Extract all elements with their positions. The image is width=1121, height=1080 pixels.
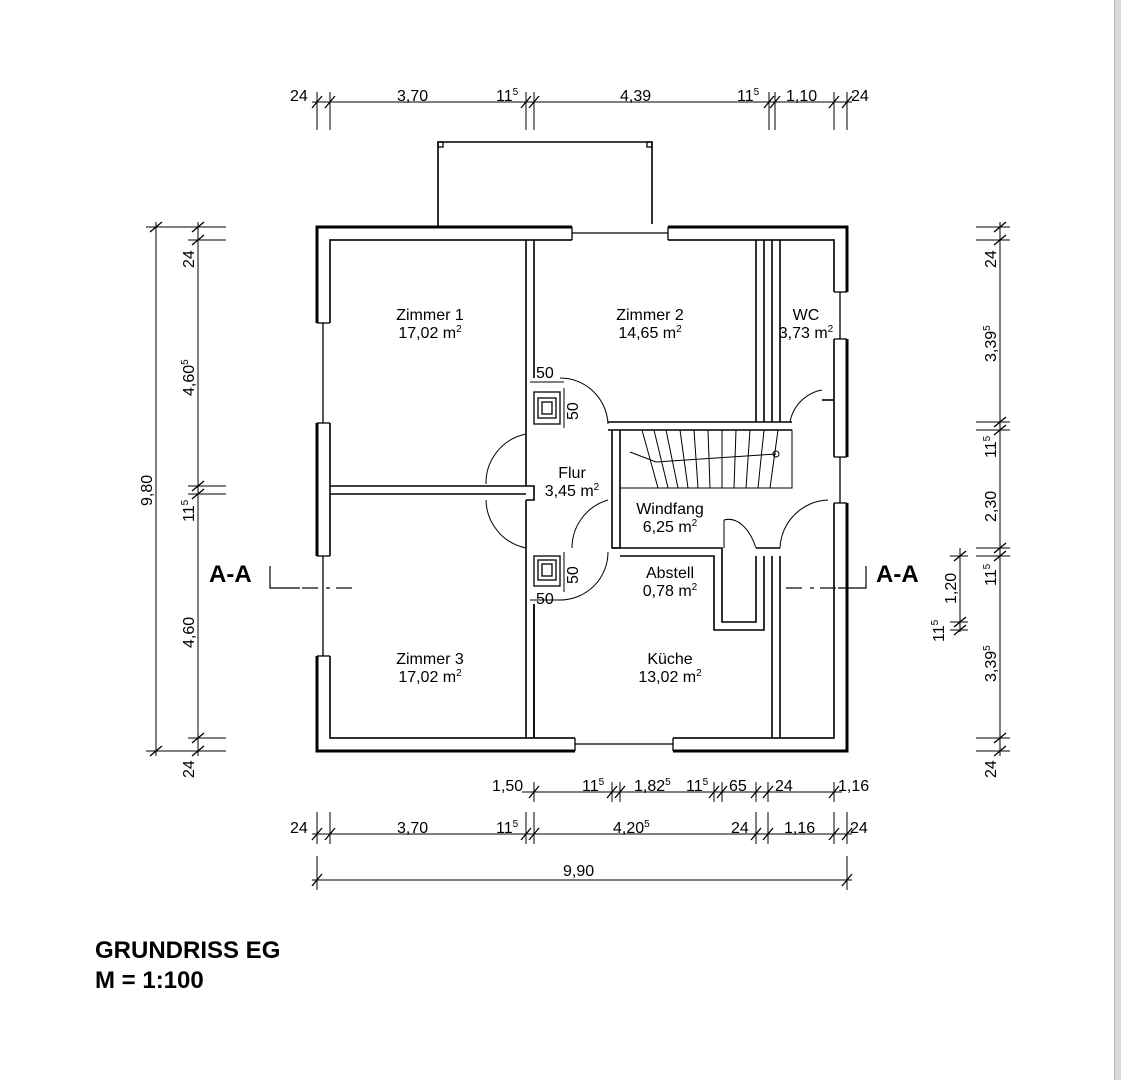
dims-left-labels: 24 4,605 115 4,60 24 9,80: [139, 250, 198, 778]
room-windfang: Windfang 6,25 m2: [636, 501, 704, 536]
chimney-dim-3: 50: [565, 566, 582, 584]
dim-right-2: 3,395: [982, 325, 1000, 362]
room-area: 6,25 m2: [643, 518, 698, 536]
dim-b2-6: 1,16: [784, 820, 815, 837]
dim-top-1: 24: [290, 88, 308, 105]
section-marker-left: A-A: [209, 561, 252, 588]
room-kueche: Küche 13,02 m2: [638, 651, 702, 686]
doors: [485, 377, 829, 601]
dim-b1-2: 115: [582, 777, 605, 795]
room-zimmer-1: Zimmer 1 17,02 m2: [396, 307, 464, 342]
section-line: [269, 566, 867, 589]
dimension-lines: [146, 92, 1010, 890]
dim-right-1: 24: [983, 250, 1000, 268]
room-name: Küche: [647, 651, 692, 668]
dims-bottom1-labels: 1,50 115 1,825 115 65 24 1,16: [492, 777, 869, 795]
dim-top-7: 24: [851, 88, 869, 105]
room-area: 17,02 m2: [398, 668, 462, 686]
dimension-ticks: [149, 95, 1007, 887]
dim-b2-3: 115: [496, 819, 519, 837]
chimney-dim-2: 50: [565, 402, 582, 420]
dim-top-3: 115: [496, 87, 519, 105]
room-name: Flur: [558, 465, 586, 482]
dim-b1-6: 24: [775, 778, 793, 795]
dim-b2-1: 24: [290, 820, 308, 837]
room-name: Zimmer 2: [616, 307, 684, 324]
room-area: 13,02 m2: [638, 668, 702, 686]
room-area: 17,02 m2: [398, 324, 462, 342]
dim-right-5: 115: [982, 563, 1000, 586]
dim-left-1: 24: [181, 250, 198, 268]
chimney-dim-1: 50: [536, 365, 554, 382]
chimney-dim-4: 50: [536, 591, 554, 608]
room-name: Zimmer 1: [396, 307, 464, 324]
dim-top-2: 3,70: [397, 88, 428, 105]
room-zimmer-2: Zimmer 2 14,65 m2: [616, 307, 684, 342]
chimney-dim-labels: 50 50 50 50: [536, 365, 582, 608]
dim-left-3: 115: [180, 499, 198, 522]
dim-left-2: 4,605: [180, 359, 198, 396]
room-abstell: Abstell 0,78 m2: [643, 565, 698, 600]
room-labels: Zimmer 1 17,02 m2 Zimmer 2 14,65 m2 WC 3…: [396, 307, 833, 686]
room-flur: Flur 3,45 m2: [545, 465, 600, 500]
title-line-1: GRUNDRISS EG: [95, 937, 281, 964]
dim-left-5: 24: [181, 760, 198, 778]
dim-b1-4: 115: [686, 777, 709, 795]
room-name: Abstell: [646, 565, 694, 582]
balcony: [437, 141, 653, 227]
stairs: [620, 429, 793, 489]
dim-b1-1: 1,50: [492, 778, 523, 795]
window-right-edge: [1114, 0, 1121, 1080]
dims-top-labels: 24 3,70 115 4,39 115 1,10 24: [290, 87, 869, 105]
dim-b2-2: 3,70: [397, 820, 428, 837]
room-name: Zimmer 3: [396, 651, 464, 668]
interior-walls: [330, 240, 834, 738]
room-area: 3,45 m2: [545, 482, 600, 500]
dim-right-inner-1: 1,20: [943, 573, 960, 604]
dim-right-3: 115: [982, 435, 1000, 458]
dim-left-total: 9,80: [139, 475, 156, 506]
dim-b2-7: 24: [850, 820, 868, 837]
chimney-dims: [530, 381, 565, 601]
dims-right-labels: 24 3,395 115 2,30 115 3,395 24 1,20 115: [930, 250, 1000, 778]
dim-b2-5: 24: [731, 820, 749, 837]
dims-bottom2-labels: 24 3,70 115 4,205 24 1,16 24 9,90: [290, 819, 868, 880]
room-name: Windfang: [636, 501, 704, 518]
dim-b1-5: 65: [729, 778, 747, 795]
window-lines: [317, 227, 847, 751]
chimney-upper: [533, 391, 561, 425]
section-marker-right: A-A: [876, 561, 919, 588]
dim-b1-7: 1,16: [838, 778, 869, 795]
drawing-title: GRUNDRISS EG M = 1:100: [95, 936, 280, 996]
dim-bottom-total: 9,90: [563, 863, 594, 880]
dim-b1-3: 1,825: [634, 777, 671, 795]
room-zimmer-3: Zimmer 3 17,02 m2: [396, 651, 464, 686]
dim-top-6: 1,10: [786, 88, 817, 105]
room-name: WC: [793, 307, 820, 324]
dim-right-6: 3,395: [982, 645, 1000, 682]
dim-top-5: 115: [737, 87, 760, 105]
dim-b2-4: 4,205: [613, 819, 650, 837]
dim-right-4: 2,30: [983, 491, 1000, 522]
dim-right-inner-2: 115: [930, 619, 948, 642]
dim-left-4: 4,60: [181, 617, 198, 648]
title-line-2: M = 1:100: [95, 967, 204, 994]
room-area: 14,65 m2: [618, 324, 682, 342]
dim-right-7: 24: [983, 760, 1000, 778]
dim-top-4: 4,39: [620, 88, 651, 105]
room-area: 3,73 m2: [779, 324, 834, 342]
room-wc: WC 3,73 m2: [779, 307, 834, 342]
room-area: 0,78 m2: [643, 582, 698, 600]
chimney-lower: [533, 555, 561, 587]
